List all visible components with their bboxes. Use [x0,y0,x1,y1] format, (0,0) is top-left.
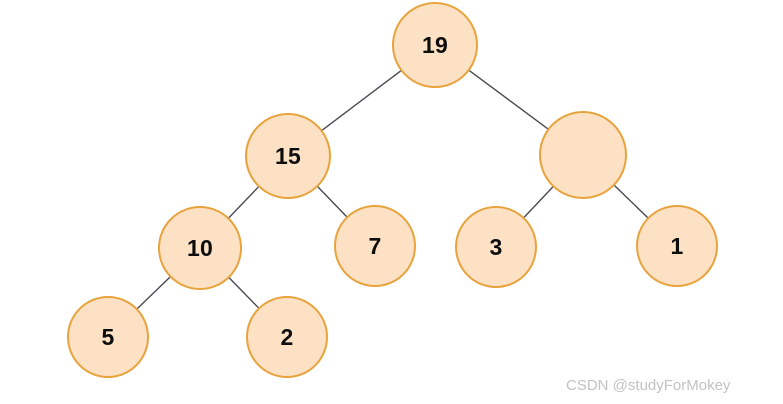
tree-node-label: 15 [275,142,301,169]
tree-node-3[interactable]: 3 [455,206,537,288]
tree-edge-n15-n7 [317,186,348,218]
tree-node-empty[interactable] [539,111,627,199]
tree-node-19[interactable]: 19 [392,2,478,88]
tree-edge-n19-nblank [468,69,549,130]
tree-node-label: 10 [187,234,213,261]
tree-node-label: 5 [101,323,115,350]
tree-node-label: 3 [489,233,503,260]
tree-node-15[interactable]: 15 [245,113,331,199]
tree-edge-n10-n2 [228,277,260,309]
tree-node-label: 19 [422,31,448,58]
tree-node-label: 7 [368,232,382,259]
tree-node-10[interactable]: 10 [158,206,242,290]
tree-node-2[interactable]: 2 [246,296,328,378]
csdn-watermark: CSDN @studyForMokey [566,377,731,394]
tree-edge-nblank-n3 [523,186,554,218]
tree-edge-nblank-n1 [613,184,649,219]
tree-node-5[interactable]: 5 [67,296,149,378]
tree-edge-n15-n10 [228,186,259,219]
tree-node-label: 1 [670,232,684,259]
tree-node-7[interactable]: 7 [334,205,416,287]
tree-edge-n10-n5 [136,276,171,310]
tree-node-1[interactable]: 1 [636,205,718,287]
tree-edge-n19-n15 [321,70,402,131]
tree-node-label: 2 [280,323,294,350]
